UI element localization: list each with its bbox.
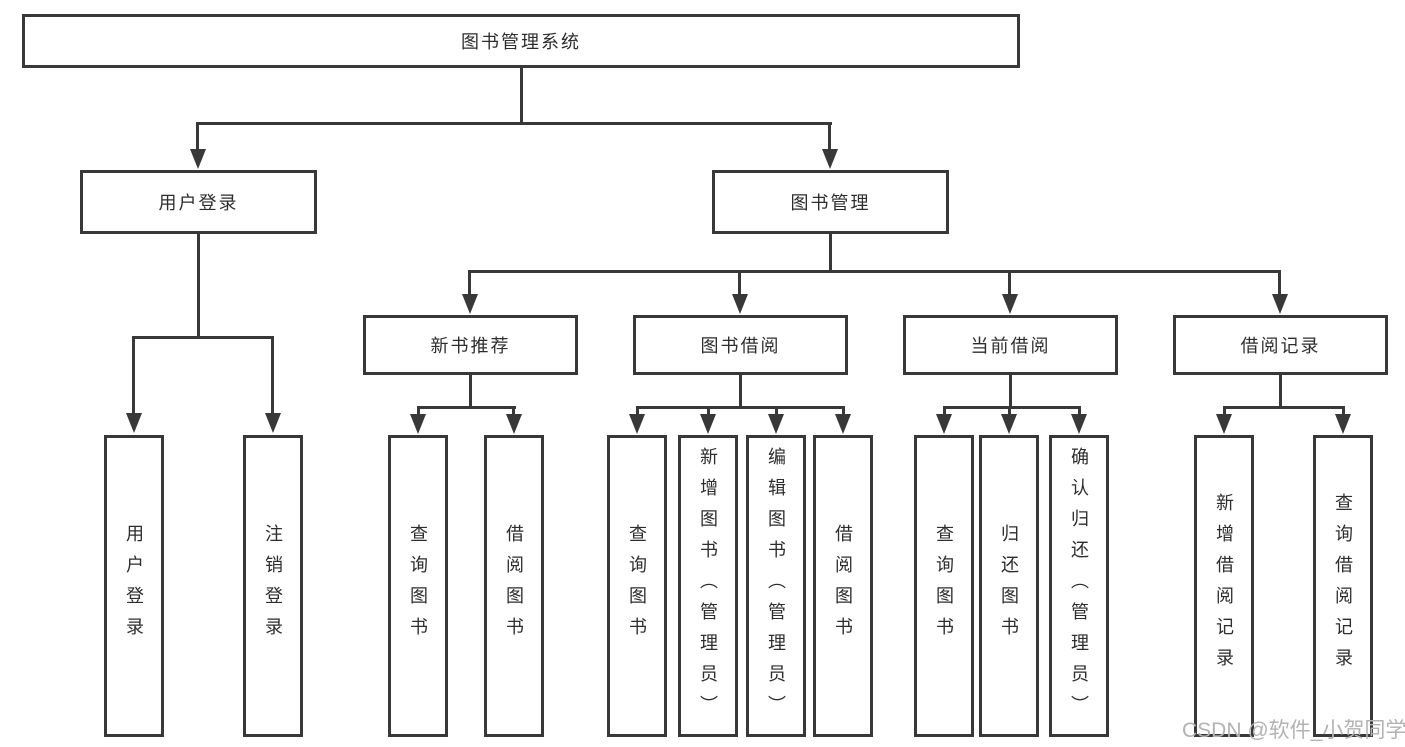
leaf-label: 借阅图书 <box>504 524 524 648</box>
leaf-add-borrow-record: 新增借阅记录 <box>1194 435 1254 737</box>
arrow-down-icon <box>768 414 784 434</box>
connector-vline <box>1008 270 1011 296</box>
leaf-label: 查询借阅记录 <box>1333 493 1353 679</box>
connector-vline <box>943 406 946 416</box>
connector-hline <box>943 406 1081 409</box>
connector-vline <box>132 336 135 414</box>
connector-vline <box>842 406 845 416</box>
leaf-label: 编辑图书（管理员） <box>766 446 786 726</box>
connector-vline <box>271 336 274 414</box>
connector-vline <box>520 68 523 122</box>
connector-vline <box>1279 375 1282 408</box>
arrow-down-icon <box>506 414 522 434</box>
leaf-add-books-admin: 新增图书（管理员） <box>678 435 738 737</box>
leaf-borrow-books-recommend: 借阅图书 <box>484 435 544 737</box>
connector-vline <box>738 270 741 296</box>
arrow-down-icon <box>822 149 838 169</box>
csdn-watermark: CSDN @软件_小贺同学 <box>1182 719 1405 742</box>
arrow-down-icon <box>1002 294 1018 314</box>
connector-vline <box>1342 406 1345 416</box>
arrow-down-icon <box>126 413 142 433</box>
arrow-down-icon <box>1335 414 1351 434</box>
node-book-management: 图书管理 <box>712 170 949 234</box>
connector-vline <box>1278 270 1281 296</box>
node-current-borrow: 当前借阅 <box>903 315 1118 375</box>
connector-vline <box>1078 406 1081 416</box>
arrow-down-icon <box>700 414 716 434</box>
leaf-logout: 注销登录 <box>243 435 303 737</box>
leaf-borrow-books: 借阅图书 <box>813 435 873 737</box>
leaf-user-login: 用户登录 <box>104 435 164 737</box>
leaf-label: 查询图书 <box>408 524 428 648</box>
leaf-query-books-recommend: 查询图书 <box>388 435 448 737</box>
connector-vline <box>775 406 778 416</box>
connector-hline <box>468 270 1281 273</box>
connector-vline <box>469 375 472 408</box>
connector-vline <box>1009 375 1012 408</box>
connector-vline <box>828 122 831 152</box>
connector-hline <box>196 122 832 125</box>
leaf-label: 确认归还（管理员） <box>1069 446 1089 726</box>
connector-hline <box>132 336 274 339</box>
node-borrow-records: 借阅记录 <box>1173 315 1388 375</box>
arrow-down-icon <box>462 294 478 314</box>
leaf-label: 注销登录 <box>263 524 283 648</box>
connector-vline <box>512 406 515 416</box>
connector-vline <box>707 406 710 416</box>
node-user-login: 用户登录 <box>80 170 317 234</box>
leaf-label: 归还图书 <box>999 524 1019 648</box>
arrow-down-icon <box>936 414 952 434</box>
arrow-down-icon <box>1216 414 1232 434</box>
connector-vline <box>1223 406 1226 416</box>
arrow-down-icon <box>835 414 851 434</box>
arrow-down-icon <box>265 413 281 433</box>
arrow-down-icon <box>1001 414 1017 434</box>
leaf-confirm-return-admin: 确认归还（管理员） <box>1049 435 1109 737</box>
connector-vline <box>197 234 200 336</box>
arrow-down-icon <box>629 414 645 434</box>
connector-hline <box>417 406 516 409</box>
connector-hline <box>636 406 844 409</box>
connector-vline <box>829 234 832 272</box>
leaf-return-books: 归还图书 <box>979 435 1039 737</box>
connector-hline <box>1223 406 1345 409</box>
connector-vline <box>1008 406 1011 416</box>
leaf-query-borrow-record: 查询借阅记录 <box>1313 435 1373 737</box>
connector-vline <box>196 122 199 152</box>
connector-vline <box>468 270 471 296</box>
leaf-query-books-current: 查询图书 <box>914 435 974 737</box>
leaf-label: 用户登录 <box>124 524 144 648</box>
leaf-label: 查询图书 <box>934 524 954 648</box>
node-library-system: 图书管理系统 <box>22 14 1020 68</box>
node-new-book-recommend: 新书推荐 <box>363 315 578 375</box>
arrow-down-icon <box>1272 294 1288 314</box>
leaf-edit-books-admin: 编辑图书（管理员） <box>746 435 806 737</box>
arrow-down-icon <box>732 294 748 314</box>
leaf-label: 查询图书 <box>627 524 647 648</box>
connector-vline <box>636 406 639 416</box>
node-book-borrow: 图书借阅 <box>633 315 848 375</box>
connector-vline <box>417 406 420 416</box>
leaf-label: 借阅图书 <box>833 524 853 648</box>
arrow-down-icon <box>190 149 206 169</box>
connector-vline <box>739 375 742 408</box>
leaf-label: 新增借阅记录 <box>1214 493 1234 679</box>
leaf-query-books-borrow: 查询图书 <box>607 435 667 737</box>
arrow-down-icon <box>1071 414 1087 434</box>
arrow-down-icon <box>410 414 426 434</box>
leaf-label: 新增图书（管理员） <box>698 446 718 726</box>
